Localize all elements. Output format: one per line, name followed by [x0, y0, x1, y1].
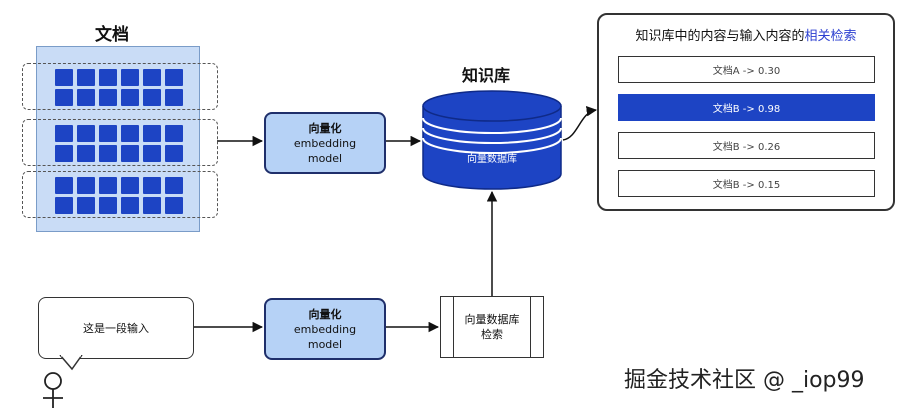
vector-grid [55, 177, 183, 214]
database-icon: 向量数据库 [422, 90, 562, 190]
embedding-label-line3: model [307, 151, 343, 165]
arrow-kb-to-results [562, 105, 598, 141]
embedding-label-line2: embedding [293, 136, 357, 150]
results-title-prefix: 知识库中的内容与输入内容的 [635, 29, 805, 44]
result-row: 文档B -> 0.15 [618, 170, 875, 197]
vector-grid [55, 69, 183, 106]
watermark: 掘金技术社区 @ _iop99 [624, 368, 865, 393]
user-icon [43, 372, 63, 408]
vector-db-search-box: 向量数据库 检索 [440, 296, 544, 358]
embedding-label-line3: model [307, 337, 343, 351]
vector-search-label-line1: 向量数据库 [464, 313, 520, 326]
knowledge-base-title: 知识库 [462, 66, 511, 85]
result-row: 文档B -> 0.26 [618, 132, 875, 159]
vector-grid [55, 125, 183, 162]
documents-title: 文档 [95, 25, 129, 45]
results-panel-title: 知识库中的内容与输入内容的相关检索 [599, 25, 893, 44]
embedding-model-box-input: 向量化 embedding model [264, 298, 386, 360]
document-chunk [22, 171, 218, 218]
result-row-selected: 文档B -> 0.98 [618, 94, 875, 121]
embedding-label-line2: embedding [293, 322, 357, 336]
vector-db-search-inner: 向量数据库 检索 [453, 297, 531, 357]
document-chunk [22, 63, 218, 110]
embedding-model-box: 向量化 embedding model [264, 112, 386, 174]
embedding-label-cn: 向量化 [308, 307, 342, 321]
document-chunk [22, 119, 218, 166]
input-speech-bubble: 这是一段输入 [38, 297, 194, 359]
database-label: 向量数据库 [467, 152, 517, 165]
result-row: 文档A -> 0.30 [618, 56, 875, 83]
results-panel: 知识库中的内容与输入内容的相关检索 文档A -> 0.30 文档B -> 0.9… [597, 13, 895, 211]
bubble-tail [59, 355, 83, 371]
embedding-label-cn: 向量化 [308, 121, 342, 135]
input-text: 这是一段输入 [83, 322, 149, 335]
vector-search-label-line2: 检索 [481, 328, 503, 341]
results-title-highlight: 相关检索 [804, 29, 857, 44]
